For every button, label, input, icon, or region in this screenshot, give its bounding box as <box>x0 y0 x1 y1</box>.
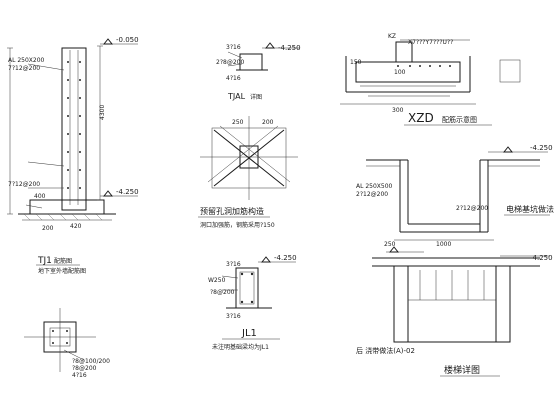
pit-rebar-b: 2?12@200 <box>356 191 388 198</box>
xzd-kz: KZ <box>388 33 396 40</box>
tjal-title-note: 详图 <box>250 93 262 101</box>
tj1-subtitle: 地下室外墙配筋图 <box>38 267 86 275</box>
tj1-dim-4300: 4300 <box>99 105 106 120</box>
xzd-dim-100: 100 <box>394 69 406 76</box>
jl1-detail: 3?16 W250 ?8@200 3?16 -4.250 JL1 未注明基础梁均… <box>208 254 297 351</box>
xzd-title: XZD <box>408 111 434 125</box>
xzd-dim-300: 300 <box>392 107 404 114</box>
hole-detail: 250 200 预留孔洞加筋构造 洞口加强筋，钢筋采用?150 <box>198 116 298 229</box>
pit-dim-250: 250 <box>384 241 396 248</box>
tj1-rebar-top: AL 250X200 <box>8 57 45 64</box>
tj1-top-elev: -0.050 <box>116 36 139 44</box>
xzd-detail: KZ X7???Y7???U?? 150 100 300 XZD 配筋示意图 <box>340 33 521 126</box>
col-note-b: ?8@200 <box>72 365 97 372</box>
sec-footer: 后 浇带做法(A)-02 <box>356 346 415 355</box>
jl1-title: JL1 <box>241 328 257 339</box>
tjal-detail: 3?16 2?8@200 4?16 -4.250 TJAL 详图 <box>216 42 301 101</box>
section-detail: -4.250 楼梯详图 后 浇带做法(A)-02 <box>356 246 553 377</box>
pit-elev: -4.250 <box>530 144 553 152</box>
xzd-title-note: 配筋示意图 <box>442 115 477 124</box>
jl1-rebar-top: 3?16 <box>226 261 241 268</box>
pit-rebar-a: AL 250X500 <box>356 183 393 190</box>
hole-dim-250: 250 <box>232 119 244 126</box>
pit-dim-1000: 1000 <box>436 241 451 248</box>
pit-rebar-c: 2?12@200 <box>456 205 488 212</box>
hole-note: 洞口加强筋，钢筋采用?150 <box>200 221 275 229</box>
tjal-elev: -4.250 <box>278 44 301 52</box>
sec-title: 楼梯详图 <box>444 364 480 376</box>
xzd-dim-150: 150 <box>350 59 362 66</box>
jl1-elev: -4.250 <box>274 254 297 262</box>
tj1-dim-a: 400 <box>34 193 46 200</box>
tj1-rebar-mid: 7?12@200 <box>8 65 40 72</box>
tj1-dim-b: 420 <box>70 223 82 230</box>
jl1-rebar-stir: ?8@200 <box>210 289 235 296</box>
tjal-title: TJAL <box>227 92 246 101</box>
col-note-a: ?8@100/200 <box>72 358 110 365</box>
col-note-c: 4?16 <box>72 372 87 379</box>
pit-detail: -4.250 AL 250X500 2?12@200 2?12@200 250 … <box>356 144 554 248</box>
jl1-rebar-side: W250 <box>208 277 226 284</box>
tj1-rebar-dots <box>67 61 81 189</box>
tjal-rebar-a: 3?16 <box>226 44 241 51</box>
pit-title: 电梯基坑做法 <box>506 204 554 214</box>
tj1-bottom-elev: -4.250 <box>116 188 139 196</box>
sec-elev: -4.250 <box>530 254 553 262</box>
jl1-subtitle: 未注明基础梁均为JL1 <box>212 343 269 351</box>
tjal-rebar-b: 2?8@200 <box>216 59 244 66</box>
tjal-rebar-c: 4?16 <box>226 75 241 82</box>
tj1-title-note: 配筋图 <box>54 257 72 265</box>
hole-dim-200: 200 <box>262 119 274 126</box>
tj1-dim-200: 200 <box>42 225 54 232</box>
tj1-detail: -0.050 -4.250 AL 250X200 7?12@200 7?12@2… <box>7 36 139 275</box>
tj1-rebar-bot: 7?12@200 <box>8 181 40 188</box>
column-detail: ?8@100/200 ?8@200 4?16 <box>24 308 110 379</box>
jl1-rebar-bot: 3?16 <box>226 313 241 320</box>
tj1-title: TJ1 <box>37 256 52 266</box>
hole-title: 预留孔洞加筋构造 <box>200 206 264 216</box>
xzd-top: X7???Y7???U?? <box>408 39 453 46</box>
